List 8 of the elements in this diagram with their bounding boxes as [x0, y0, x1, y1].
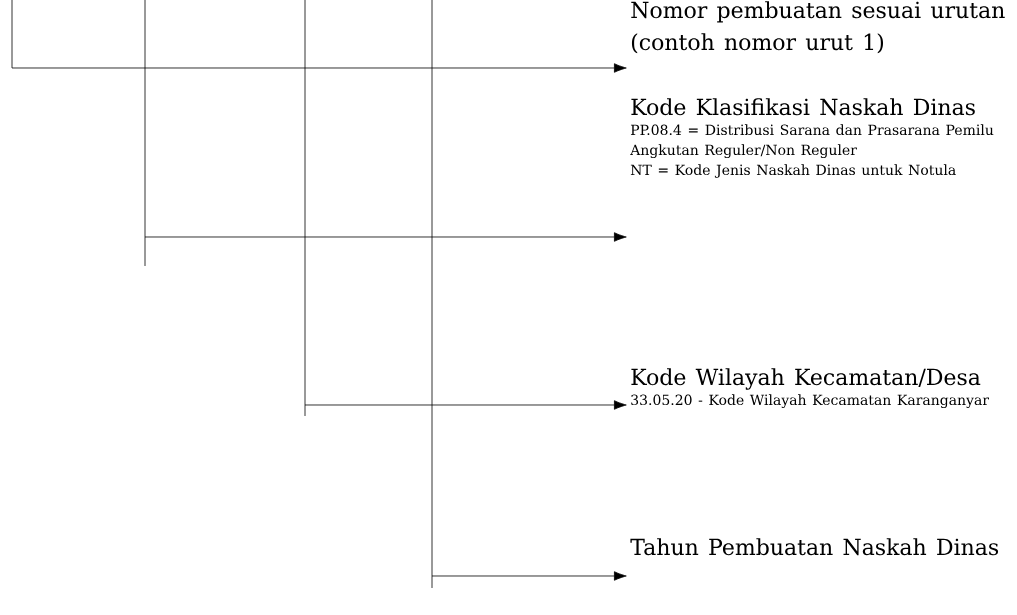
annotation-text: Nomor pembuatan sesuai urutan (contoh nomor urut 1) — [631, 1, 1005, 54]
leader-arrow — [304, 0, 627, 417]
leader-arrow — [11, 0, 627, 73]
annotation-text: Kode Wilayah Kecamatan/Desa 33.05.20 - Kode Wilayah Kecamatan Karanganyar — [631, 368, 989, 408]
annotation-text: Kode Klasifikasi Naskah Dinas PP.08.4 = Distribusi Sarana dan Prasarana Pemilu Angkutan Reguler/Non Reguler NT = Kode Jenis Naskah Dinas untuk Notula — [630, 98, 994, 178]
leader-arrow — [431, 0, 627, 589]
leader-arrow — [144, 0, 627, 267]
annotation-text: Tahun Pembuatan Naskah Dinas — [630, 538, 999, 556]
